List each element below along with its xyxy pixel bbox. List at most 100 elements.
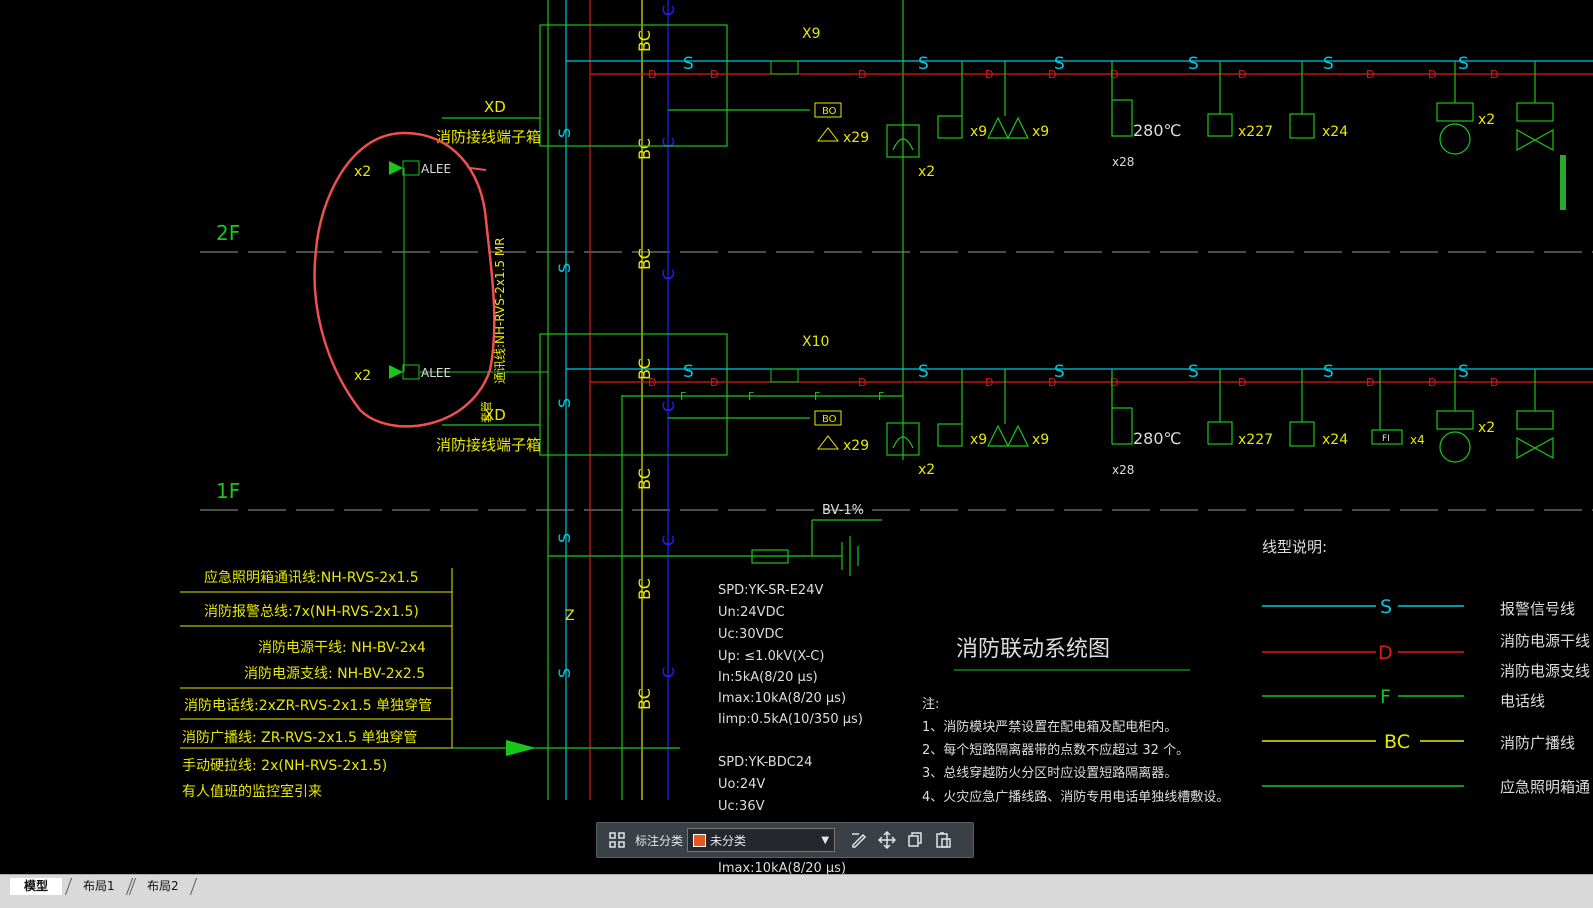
svg-text:S: S bbox=[555, 128, 574, 138]
markup-ellipse[interactable] bbox=[313, 131, 496, 428]
svg-text:BC: BC bbox=[635, 248, 654, 270]
cable-legend-7: 手动硬拉线: 2x(NH-RVS-2x1.5) bbox=[182, 758, 387, 774]
line-types-title: 线型说明: bbox=[1262, 538, 1327, 556]
svg-text:D: D bbox=[1366, 68, 1374, 81]
copy-icon[interactable] bbox=[901, 826, 929, 854]
svg-text:D: D bbox=[858, 376, 866, 389]
svg-text:BC: BC bbox=[635, 688, 654, 710]
svg-text:SPD:YK-SR-E24V: SPD:YK-SR-E24V bbox=[718, 583, 823, 598]
svg-text:S: S bbox=[918, 362, 929, 382]
svg-text:D: D bbox=[648, 68, 656, 81]
svg-text:F: F bbox=[878, 390, 884, 403]
feed-arrow bbox=[506, 740, 536, 756]
bo-module-lower[interactable] bbox=[814, 410, 842, 450]
svg-text:报警信号线: 报警信号线 bbox=[1500, 600, 1575, 618]
alee-device-lower[interactable] bbox=[389, 364, 420, 380]
svg-text:S: S bbox=[1323, 362, 1334, 382]
svg-text:D: D bbox=[1428, 376, 1436, 389]
x9-label: X9 bbox=[802, 26, 821, 42]
svg-text:D: D bbox=[1110, 376, 1118, 389]
svg-text:D: D bbox=[858, 68, 866, 81]
terminal-box-lower[interactable] bbox=[442, 333, 728, 456]
svg-text:x227: x227 bbox=[1238, 432, 1273, 448]
svg-text:x4: x4 bbox=[1410, 433, 1425, 447]
devices-lower[interactable] bbox=[886, 369, 1554, 463]
isolator-upper[interactable] bbox=[770, 60, 799, 75]
svg-text:S: S bbox=[683, 362, 694, 382]
grid-icon[interactable] bbox=[603, 826, 631, 854]
category-swatch bbox=[693, 833, 707, 847]
category-select[interactable]: 未分类 ▼ bbox=[687, 828, 836, 852]
svg-text:Imax:10kA(8/20 μs): Imax:10kA(8/20 μs) bbox=[718, 861, 846, 876]
svg-text:S: S bbox=[1188, 362, 1199, 382]
svg-text:BC: BC bbox=[1384, 731, 1410, 753]
svg-text:Z: Z bbox=[565, 608, 575, 624]
svg-text:D: D bbox=[1048, 376, 1056, 389]
svg-text:S: S bbox=[1380, 596, 1392, 618]
svg-text:S: S bbox=[555, 668, 574, 678]
edit-icon[interactable] bbox=[845, 826, 873, 854]
notes: 注: 1、消防模块严禁设置在配电箱及配电柜内。 2、每个短路隔离器带的点数不应超… bbox=[922, 697, 1229, 805]
cable-legend-1: 应急照明箱通讯线:NH-RVS-2x1.5 bbox=[204, 569, 419, 586]
svg-text:In:5kA(8/20 μs): In:5kA(8/20 μs) bbox=[718, 670, 818, 685]
svg-text:消防电源干线: 消防电源干线 bbox=[1500, 632, 1590, 650]
svg-text:D: D bbox=[1490, 376, 1498, 389]
devices-upper[interactable] bbox=[886, 61, 1554, 158]
move-icon[interactable] bbox=[873, 826, 901, 854]
tab-layout1[interactable]: 布局1 bbox=[64, 878, 133, 895]
svg-text:C: C bbox=[659, 401, 678, 412]
svg-text:F: F bbox=[748, 390, 754, 403]
svg-text:SPD:YK-BDC24: SPD:YK-BDC24 bbox=[718, 755, 812, 770]
svg-text:x9: x9 bbox=[970, 124, 987, 140]
svg-text:x2: x2 bbox=[354, 164, 371, 180]
vertical-cable-label-2: 套管 bbox=[479, 401, 493, 423]
cable-legend bbox=[180, 568, 453, 749]
svg-text:S: S bbox=[555, 263, 574, 273]
svg-text:C: C bbox=[659, 137, 678, 148]
paste-icon[interactable] bbox=[929, 826, 957, 854]
cable-legend-5: 消防电话线:2xZR-RVS-2x1.5 单独穿管 bbox=[184, 698, 432, 714]
svg-text:应急照明箱通: 应急照明箱通 bbox=[1500, 778, 1590, 796]
annotation-toolbar: 标注分类 未分类 ▼ bbox=[596, 822, 974, 858]
svg-text:x2: x2 bbox=[918, 164, 935, 180]
bus-lower bbox=[566, 368, 1593, 419]
svg-text:Iimp:0.5kA(10/350 μs): Iimp:0.5kA(10/350 μs) bbox=[718, 712, 863, 727]
svg-text:S: S bbox=[1458, 54, 1469, 74]
svg-text:S: S bbox=[555, 398, 574, 408]
svg-text:消防广播线: 消防广播线 bbox=[1500, 734, 1575, 752]
svg-text:D: D bbox=[710, 68, 718, 81]
svg-text:2、每个短路隔离器带的点数不应超过 32 个。: 2、每个短路隔离器带的点数不应超过 32 个。 bbox=[922, 742, 1189, 758]
floor-lines bbox=[200, 251, 1593, 511]
terminal-box-label-lower: 消防接线端子箱 bbox=[436, 436, 541, 454]
svg-text:F: F bbox=[1380, 686, 1391, 708]
svg-text:F: F bbox=[680, 390, 686, 403]
bus-upper bbox=[566, 60, 1593, 111]
svg-text:x9: x9 bbox=[970, 432, 987, 448]
svg-text:ALEE: ALEE bbox=[421, 162, 451, 176]
vertical-scrollbar[interactable] bbox=[1560, 155, 1566, 210]
svg-text:x24: x24 bbox=[1322, 432, 1348, 448]
alee-device-upper[interactable] bbox=[389, 160, 420, 176]
svg-text:C: C bbox=[659, 5, 678, 16]
svg-text:1、消防模块严禁设置在配电箱及配电柜内。: 1、消防模块严禁设置在配电箱及配电柜内。 bbox=[922, 719, 1177, 735]
cable-legend-8: 有人值班的监控室引来 bbox=[182, 783, 322, 800]
x10-label: X10 bbox=[802, 334, 829, 350]
svg-text:D: D bbox=[1048, 68, 1056, 81]
isolator-lower[interactable] bbox=[770, 368, 799, 383]
svg-text:Un:24VDC: Un:24VDC bbox=[718, 605, 785, 620]
bo-module-upper[interactable] bbox=[814, 102, 842, 142]
svg-text:电话线: 电话线 bbox=[1500, 692, 1545, 710]
svg-text:D: D bbox=[1366, 376, 1374, 389]
svg-text:x24: x24 bbox=[1322, 124, 1348, 140]
terminal-box-label-upper: 消防接线端子箱 bbox=[436, 128, 541, 146]
tab-layout2[interactable]: 布局2 bbox=[128, 878, 197, 895]
svg-text:S: S bbox=[918, 54, 929, 74]
tab-model[interactable]: 模型 bbox=[10, 878, 63, 895]
svg-text:x2: x2 bbox=[918, 462, 935, 478]
svg-text:x9: x9 bbox=[1032, 432, 1049, 448]
xd-label-upper: XD bbox=[484, 98, 506, 116]
terminal-box-upper[interactable] bbox=[442, 24, 728, 147]
svg-text:Up: ≤1.0kV(X-C): Up: ≤1.0kV(X-C) bbox=[718, 649, 824, 664]
chevron-down-icon: ▼ bbox=[821, 834, 830, 846]
